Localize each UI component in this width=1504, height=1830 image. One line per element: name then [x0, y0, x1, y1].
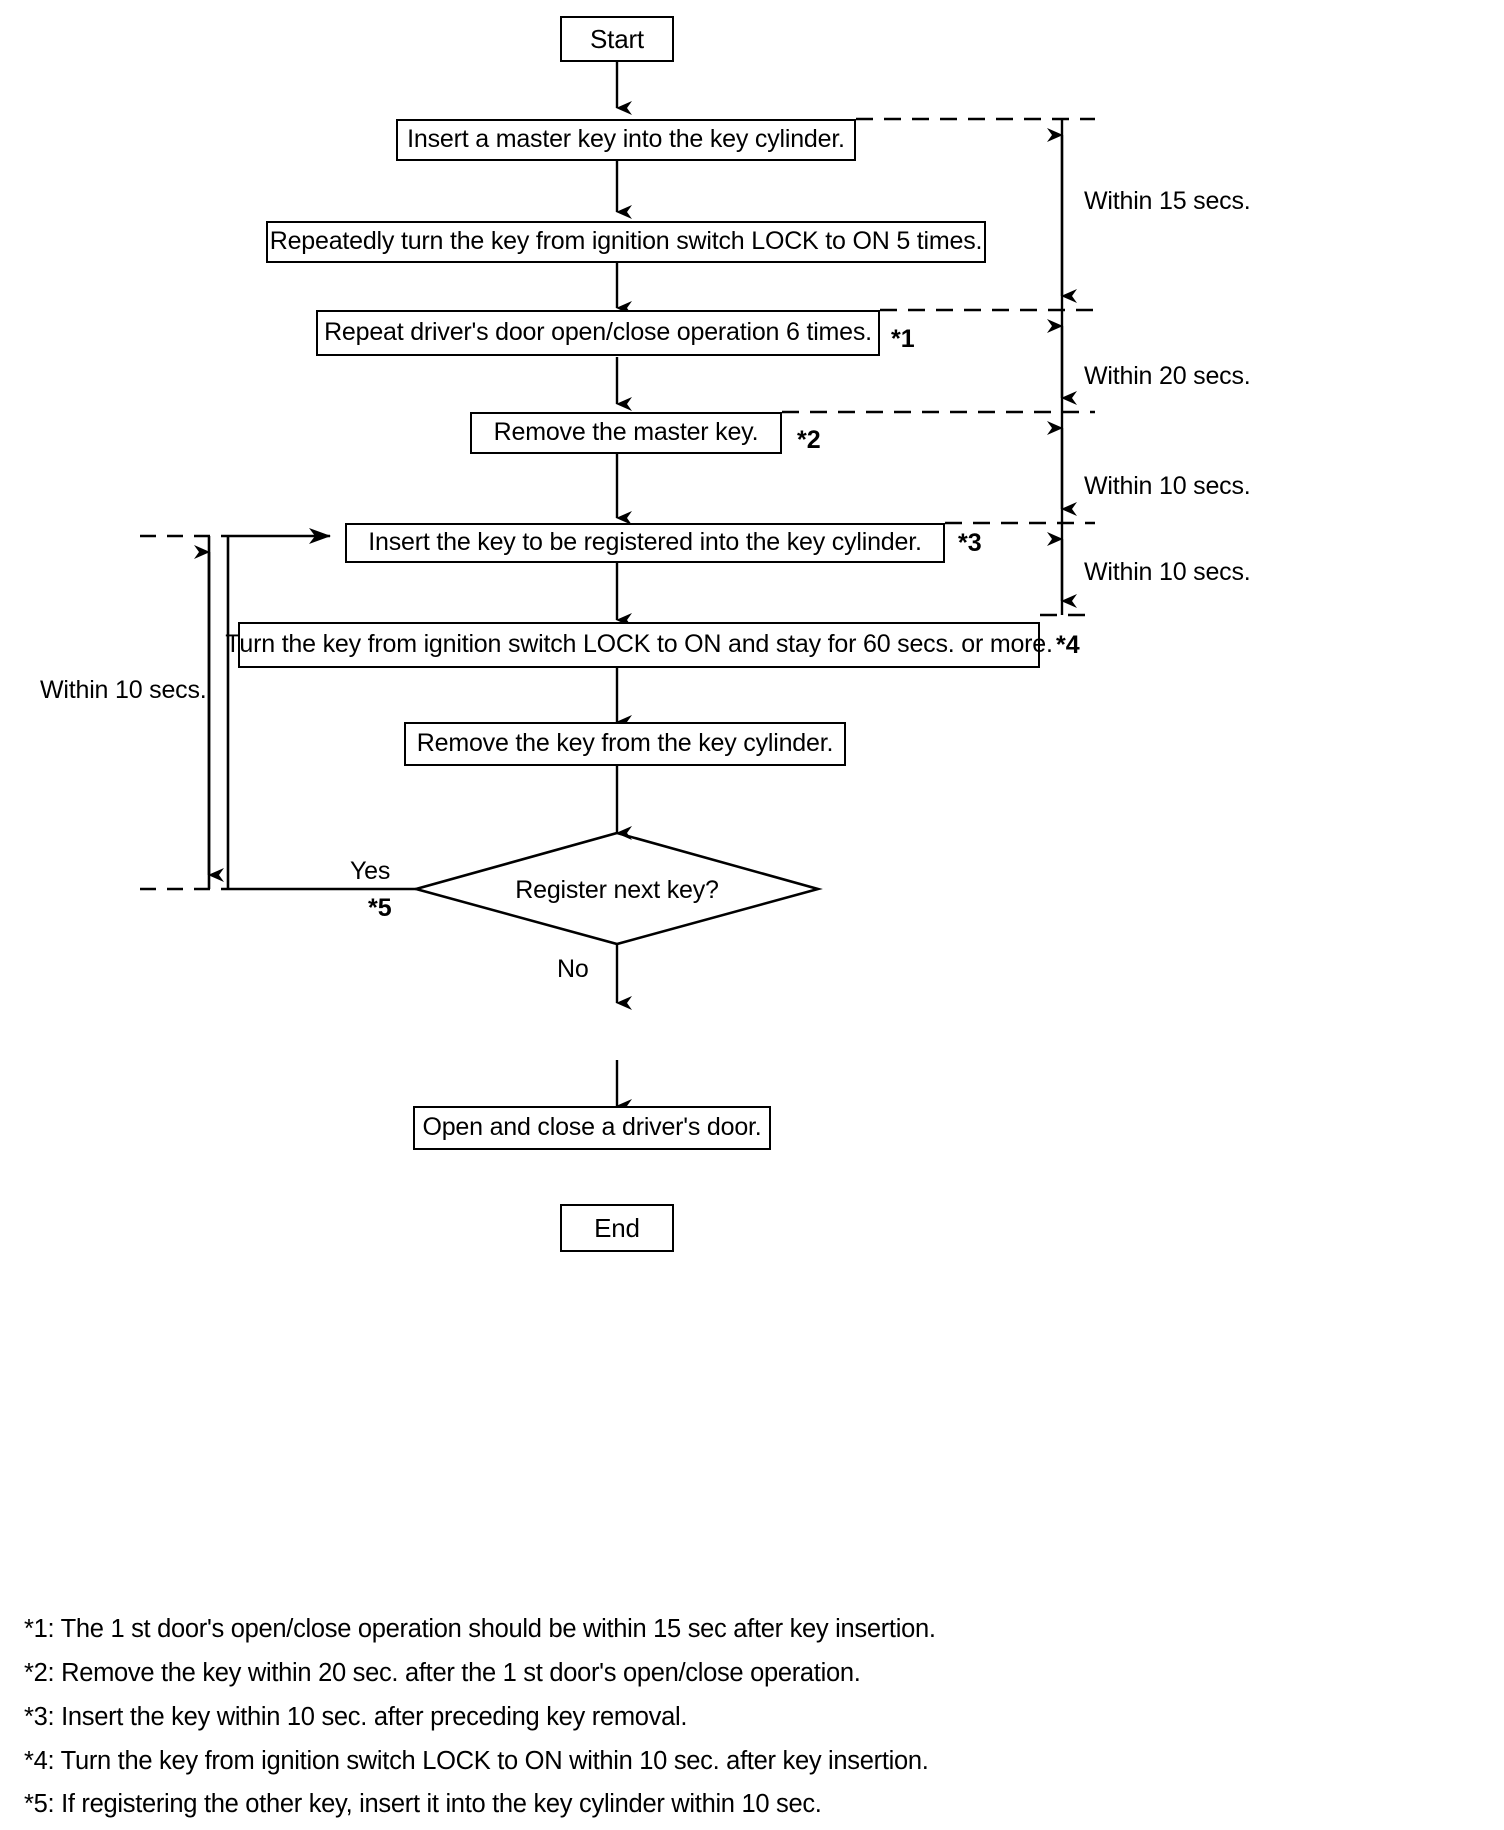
timing-within-20-secs-1: Within 20 secs.	[1084, 362, 1251, 390]
node-open-close-driver-door: Open and close a driver's door.	[413, 1106, 771, 1150]
edge-label-no: No	[557, 955, 589, 983]
decision-label: Register next key?	[515, 876, 719, 904]
footnotes-list: *1: The 1 st door's open/close operation…	[24, 1608, 1444, 1827]
node-remove-master-key: Remove the master key.	[470, 412, 782, 454]
ref-mark-1: *1	[891, 325, 915, 353]
node-turn-key-60-secs: Turn the key from ignition switch LOCK t…	[225, 622, 1053, 668]
decision-diamond	[411, 831, 823, 946]
node-start: Start	[560, 16, 674, 62]
timing-within-15-secs: Within 15 secs.	[1084, 187, 1251, 215]
node-insert-master-key: Insert a master key into the key cylinde…	[396, 119, 856, 161]
node-insert-key-to-register: Insert the key to be registered into the…	[345, 523, 945, 563]
footnote-2: *2: Remove the key within 20 sec. after …	[24, 1658, 861, 1687]
node-door-open-close-6-times: Repeat driver's door open/close operatio…	[316, 310, 880, 356]
node-end: End	[560, 1204, 674, 1252]
node-remove-key-from-cylinder: Remove the key from the key cylinder.	[404, 722, 846, 766]
ref-mark-4: *4	[1056, 631, 1080, 659]
ref-mark-5: *5	[368, 894, 392, 922]
footnote-5: *5: If registering the other key, insert…	[24, 1790, 822, 1819]
footnote-1: *1: The 1 st door's open/close operation…	[24, 1615, 936, 1643]
footnote-3: *3: Insert the key within 10 sec. after …	[24, 1702, 688, 1731]
timing-within-10-secs-2: Within 10 secs.	[1084, 558, 1251, 586]
timing-within-10-secs-loop: Within 10 secs.	[40, 676, 207, 704]
footnote-4: *4: Turn the key from ignition switch LO…	[24, 1746, 929, 1775]
ref-mark-3: *3	[958, 529, 982, 557]
ref-mark-2: *2	[797, 426, 821, 454]
node-turn-key-5-times: Repeatedly turn the key from ignition sw…	[266, 221, 986, 263]
timing-within-10-secs-1: Within 10 secs.	[1084, 472, 1251, 500]
edge-label-yes: Yes	[350, 857, 391, 885]
